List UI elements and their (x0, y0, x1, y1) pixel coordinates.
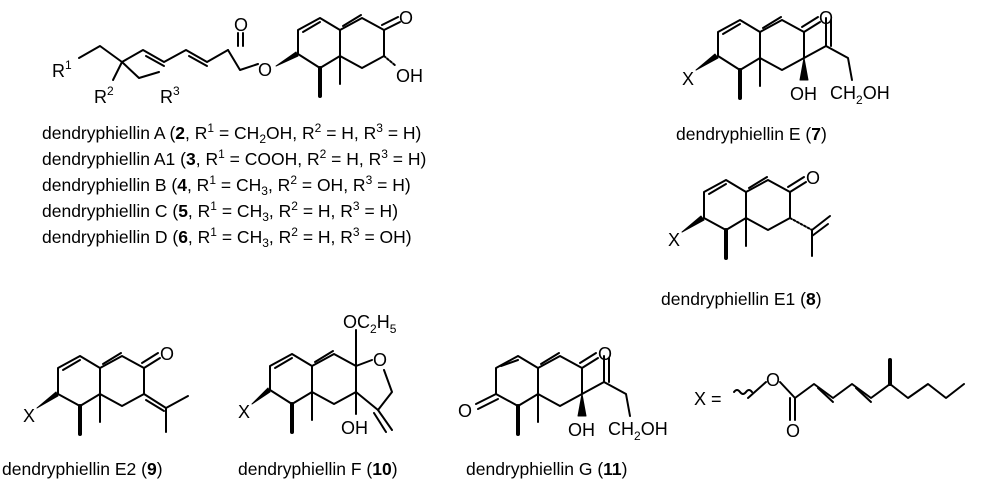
hydroxyl-oh: OH (396, 66, 423, 86)
ch2oh-label: CH2OH (608, 419, 668, 443)
x-label: X (23, 406, 35, 426)
ketone-o: O (160, 344, 174, 364)
ketone-o: O (806, 168, 820, 188)
r3-label: R3 (160, 84, 180, 107)
hydroxyl-oh: OH (341, 418, 368, 438)
caption-dendryphiellin-E: dendryphiellin E (7) (676, 124, 827, 144)
x-label: X (238, 402, 250, 422)
captions: dendryphiellin A (2, R1 = CH2OH, R2 = H,… (2, 121, 827, 479)
ester-o: O (766, 370, 780, 390)
x-label: X (682, 69, 694, 89)
x-equals-label: X = (694, 389, 722, 409)
caption-dendryphiellin-C: dendryphiellin C (5, R1 = CH3, R2 = H, R… (42, 199, 398, 224)
caption-dendryphiellin-E1: dendryphiellin E1 (8) (661, 289, 822, 309)
caption-dendryphiellin-G: dendryphiellin G (11) (466, 459, 627, 479)
structure-dendryphiellin-G: O O OH CH2OH (458, 344, 668, 443)
ch2oh-label: CH2OH (830, 83, 890, 107)
ester-carbonyl-o: O (234, 15, 248, 35)
r2-label: R2 (94, 84, 114, 107)
hydroxyl-oh: OH (790, 84, 817, 104)
ester-o: O (258, 60, 272, 80)
caption-dendryphiellin-D: dendryphiellin D (6, R1 = CH3, R2 = H, R… (42, 225, 412, 250)
structure-dendryphiellin-E: X O OH CH2OH (682, 8, 890, 107)
structure-dendryphiellin-A-D: R1 R2 R3 O O O OH (52, 8, 423, 107)
caption-dendryphiellin-A1: dendryphiellin A1 (3, R1 = COOH, R2 = H,… (42, 147, 426, 169)
structure-dendryphiellin-F: X OC2H5 O OH (238, 312, 397, 438)
structure-dendryphiellin-E1: X O (668, 168, 831, 260)
r1-label: R1 (52, 58, 72, 81)
caption-dendryphiellin-E2: dendryphiellin E2 (9) (2, 459, 163, 479)
caption-dendryphiellin-B: dendryphiellin B (4, R1 = CH3, R2 = OH, … (42, 173, 411, 198)
oc2h5-label: OC2H5 (343, 312, 397, 336)
structure-dendryphiellin-E2: X O (23, 344, 189, 436)
x-substituent-definition: X = O O (694, 358, 965, 441)
hydroxyl-oh: OH (568, 420, 595, 440)
ketone-o-left: O (458, 401, 472, 421)
caption-dendryphiellin-A: dendryphiellin A (2, R1 = CH2OH, R2 = H,… (42, 121, 421, 146)
carbonyl-o: O (786, 421, 800, 441)
furan-o: O (373, 350, 387, 370)
x-label: X (668, 230, 680, 250)
ketone-o: O (399, 8, 413, 28)
caption-dendryphiellin-F: dendryphiellin F (10) (238, 459, 398, 479)
